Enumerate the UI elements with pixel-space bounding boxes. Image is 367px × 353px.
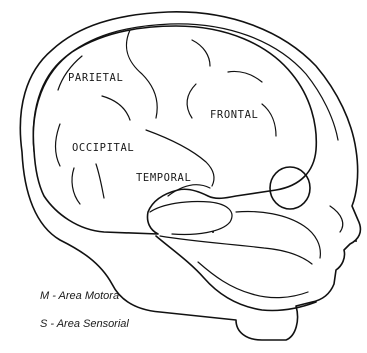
legend-sensory-area: S - Area Sensorial — [40, 318, 129, 330]
cheekbone-line — [236, 212, 320, 258]
skull-inner-line — [33, 24, 338, 152]
cerebellum-outline — [150, 201, 232, 234]
frontal-sulcus-4 — [262, 104, 276, 136]
upper-jaw-line — [160, 236, 312, 264]
parietal-sulcus-2 — [102, 96, 130, 120]
nose-outline — [330, 206, 343, 232]
mandible-outline — [156, 236, 316, 311]
mandible-inner-line — [198, 262, 308, 298]
occipital-label: OCCIPITAL — [72, 142, 134, 154]
frontal-sulcus-3 — [187, 84, 196, 118]
eye-orbit — [270, 167, 310, 209]
legend-motor-area: M - Area Motora — [40, 290, 119, 302]
central-sulcus — [126, 30, 157, 118]
occipital-sulcus-2 — [72, 168, 80, 204]
parietal-label: PARIETAL — [68, 72, 123, 84]
temporal-label: TEMPORAL — [136, 172, 191, 184]
frontal-sulcus-2 — [228, 71, 262, 82]
speck-2 — [355, 240, 357, 242]
occipital-sulcus-1 — [56, 124, 61, 166]
frontal-label: FRONTAL — [210, 109, 258, 121]
frontal-sulcus-1 — [192, 40, 210, 66]
speck-1 — [212, 231, 214, 233]
occipital-sulcus-3 — [96, 164, 104, 198]
